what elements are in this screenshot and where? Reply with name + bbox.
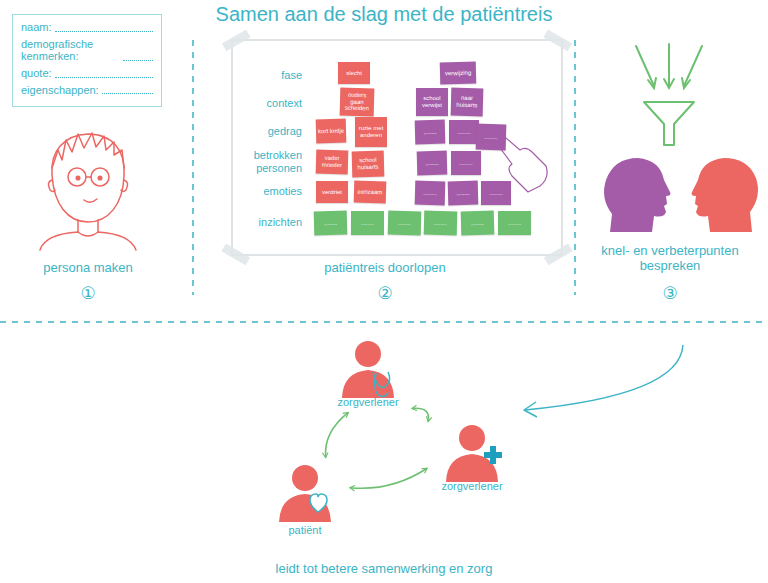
note-text: slecht [346, 70, 362, 77]
sticky-note: vader moeder [316, 150, 349, 175]
sticky-note: verdriet [316, 181, 348, 203]
callout-number: ② [365, 284, 405, 304]
sticky-note: ruzie met anderen [355, 117, 387, 147]
cross-symbol [484, 446, 502, 464]
field-label: naam: [21, 21, 52, 34]
persona-card: naam: demografische kenmerken: quote: eigen… [12, 14, 162, 107]
person-node: zorgverlener [328, 338, 408, 408]
sticky-note: slecht [338, 62, 370, 84]
sticky-note: ........ [417, 151, 448, 176]
row-label: gedrag [232, 125, 302, 138]
sticky-note: ........ [415, 120, 446, 145]
note-text: ........ [459, 160, 472, 167]
sticky-note: ........ [314, 211, 348, 236]
dotted-line [102, 93, 153, 94]
note-text: ........ [361, 220, 374, 227]
note-text: school verwijst [418, 95, 446, 108]
note-text: verwijzing [445, 69, 472, 76]
persona-face [40, 133, 136, 250]
collaboration-arrow [326, 412, 349, 457]
separator [574, 40, 576, 295]
separator [0, 321, 768, 323]
row-label: context [232, 97, 302, 110]
dotted-line [123, 60, 153, 61]
person-label: zorgverlener [337, 396, 398, 408]
note-text: ........ [484, 134, 498, 141]
row-label: betrokken personen [232, 149, 302, 174]
person-node: patiënt [265, 462, 345, 536]
sticky-note: ouders gaan scheiden [340, 88, 375, 117]
head-profile [604, 158, 671, 232]
stethoscope [373, 372, 390, 397]
caption: leidt tot betere samenwerking en zorg [0, 561, 768, 576]
note-text: ........ [423, 190, 437, 197]
card-field: demografische kenmerken: [21, 38, 153, 63]
note-text: ........ [471, 220, 485, 227]
card-field: eigenschappen: [21, 84, 153, 97]
sticky-note: school huisarts [352, 151, 385, 178]
note-text: ........ [425, 160, 439, 167]
note-text: ........ [434, 220, 448, 227]
person-icons [279, 341, 498, 522]
sticky-note: ........ [476, 124, 507, 151]
sticky-note: ........ [481, 181, 511, 205]
card-field: naam: [21, 21, 153, 34]
note-text: ruzie met anderen [357, 125, 385, 138]
journey-board [221, 30, 572, 266]
dotted-line [55, 77, 153, 78]
note-text: verdriet [322, 189, 342, 196]
note-text: ........ [508, 220, 521, 227]
heart-symbol [310, 494, 327, 512]
sticky-note: ........ [461, 211, 495, 236]
sticky-note: ........ [451, 151, 481, 175]
note-text: vader moeder [318, 155, 346, 169]
collaboration-arrow [350, 468, 427, 488]
person-label: patiënt [288, 524, 321, 536]
row-label: inzichten [232, 216, 302, 229]
step-label: knel- en verbeterpunten bespreken [585, 244, 755, 274]
note-text: ........ [457, 129, 470, 136]
sticky-note: kort lontje [316, 119, 347, 144]
note-text: ........ [423, 129, 437, 136]
callout-number: ① [68, 284, 108, 304]
funnel [636, 44, 702, 145]
sticky-note: ........ [415, 181, 446, 206]
field-label: quote: [21, 67, 52, 80]
sticky-note: ........ [351, 211, 384, 235]
row-label: emoties [232, 185, 302, 198]
note-text: eenzaam [358, 188, 383, 195]
head-profile [692, 158, 759, 232]
sticky-note: ........ [424, 211, 458, 236]
collaboration-arrow [412, 408, 429, 421]
flow-arrow-head [524, 402, 537, 417]
note-text: ........ [456, 190, 470, 197]
row-label: fase [232, 69, 302, 82]
note-text: ........ [324, 220, 338, 227]
note-text: school huisarts [354, 157, 382, 171]
callout-number: ③ [650, 284, 690, 304]
sticky-note: school verwijst [416, 88, 448, 116]
separator [192, 40, 194, 295]
field-label: demografische kenmerken: [21, 38, 120, 63]
step-label: persona maken [3, 261, 173, 276]
card-field: quote: [21, 67, 153, 80]
sticky-note: naar huisarts [451, 88, 484, 117]
sticky-note: ........ [449, 120, 479, 144]
note-text: ouders gaan scheiden [342, 92, 373, 113]
dotted-line [55, 31, 153, 32]
sticky-note: verwijzing [440, 62, 477, 85]
note-text: kort lontje [318, 127, 344, 134]
flow-arrow [525, 345, 683, 410]
note-text: ........ [489, 190, 502, 197]
step-label: patiëntreis doorlopen [275, 261, 495, 276]
field-label: eigenschappen: [21, 84, 99, 97]
person-node: zorgverlener [432, 422, 512, 492]
sticky-note: ........ [448, 181, 479, 206]
sticky-note: eenzaam [354, 181, 387, 204]
sticky-note: ........ [498, 211, 531, 235]
person-label: zorgverlener [441, 480, 502, 492]
note-text: ........ [398, 220, 412, 227]
sticky-note: ........ [388, 211, 422, 236]
note-text: naar huisarts [453, 95, 481, 109]
